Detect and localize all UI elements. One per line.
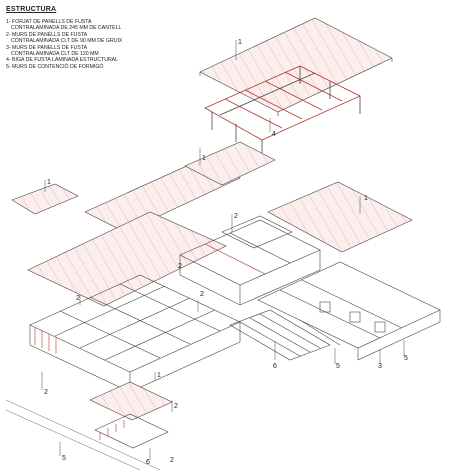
legend-item-4: 4- BIGA DE FUSTA LAMINADA ESTRUCTURAL: [6, 57, 119, 64]
floor-slab-left: [11, 183, 79, 215]
retaining-wall-ramp: [229, 309, 331, 361]
callout-1-right: 1: [364, 195, 368, 202]
roof-slab-top: [199, 17, 393, 116]
floor-slab-long: [27, 211, 227, 307]
callout-4-beam: 4: [272, 131, 276, 138]
callout-numbers: 1 4 1 1 2 1 2 2 2 2 6 5 3 5 1 2 6 2 5: [44, 39, 408, 466]
walls-middle: [179, 215, 321, 306]
beam-frame-top: [204, 65, 361, 158]
callout-2-bottom: 2: [174, 403, 178, 410]
legend-title: ESTRUCTURA: [6, 6, 57, 13]
floor-slab-right: [267, 181, 413, 253]
callout-2-bottom-right: 2: [170, 457, 174, 464]
callout-6-bottom: 6: [146, 459, 150, 466]
walls-ground-right: [257, 261, 441, 361]
callout-5-right: 5: [404, 355, 408, 362]
callout-5-ramp: 5: [336, 363, 340, 370]
callout-leaders: [41, 40, 405, 460]
ground-plane: [5, 399, 161, 471]
callout-2-bottom-left: 2: [44, 389, 48, 396]
legend-item-5: 5- MURS DE CONTENCIÓ DE FORMIGÓ: [6, 63, 104, 70]
floor-slab-middle: [84, 141, 276, 233]
callout-1-middle: 1: [202, 155, 206, 162]
walls-bottom: [94, 413, 169, 449]
callout-1-top: 1: [238, 39, 242, 46]
callout-1-bottom: 1: [157, 372, 161, 379]
callout-5-bottom: 5: [62, 455, 66, 462]
callout-6-ramp: 6: [273, 363, 277, 370]
legend-item-2: 2- MURS DE PANELLS DE FUSTA CONTRALAMINA…: [6, 31, 123, 45]
callout-2-mid-wall: 2: [200, 291, 204, 298]
callout-2-center: 2: [234, 213, 238, 220]
legend: ESTRUCTURA 1- FORJAT DE PANELLS DE FUSTA…: [6, 6, 156, 70]
callout-2-left-wall: 2: [76, 295, 80, 302]
legend-item-1: 1- FORJAT DE PANELLS DE FUSTA CONTRALAMI…: [6, 19, 122, 32]
legend-item-3: 3- MURS DE PANELLS DE FUSTA CONTRALAMINA…: [6, 44, 99, 58]
callout-3-right: 3: [378, 363, 382, 370]
callout-2-corner: 2: [178, 263, 182, 270]
walls-ground-left: [29, 274, 241, 393]
callout-1-left: 1: [47, 179, 51, 186]
